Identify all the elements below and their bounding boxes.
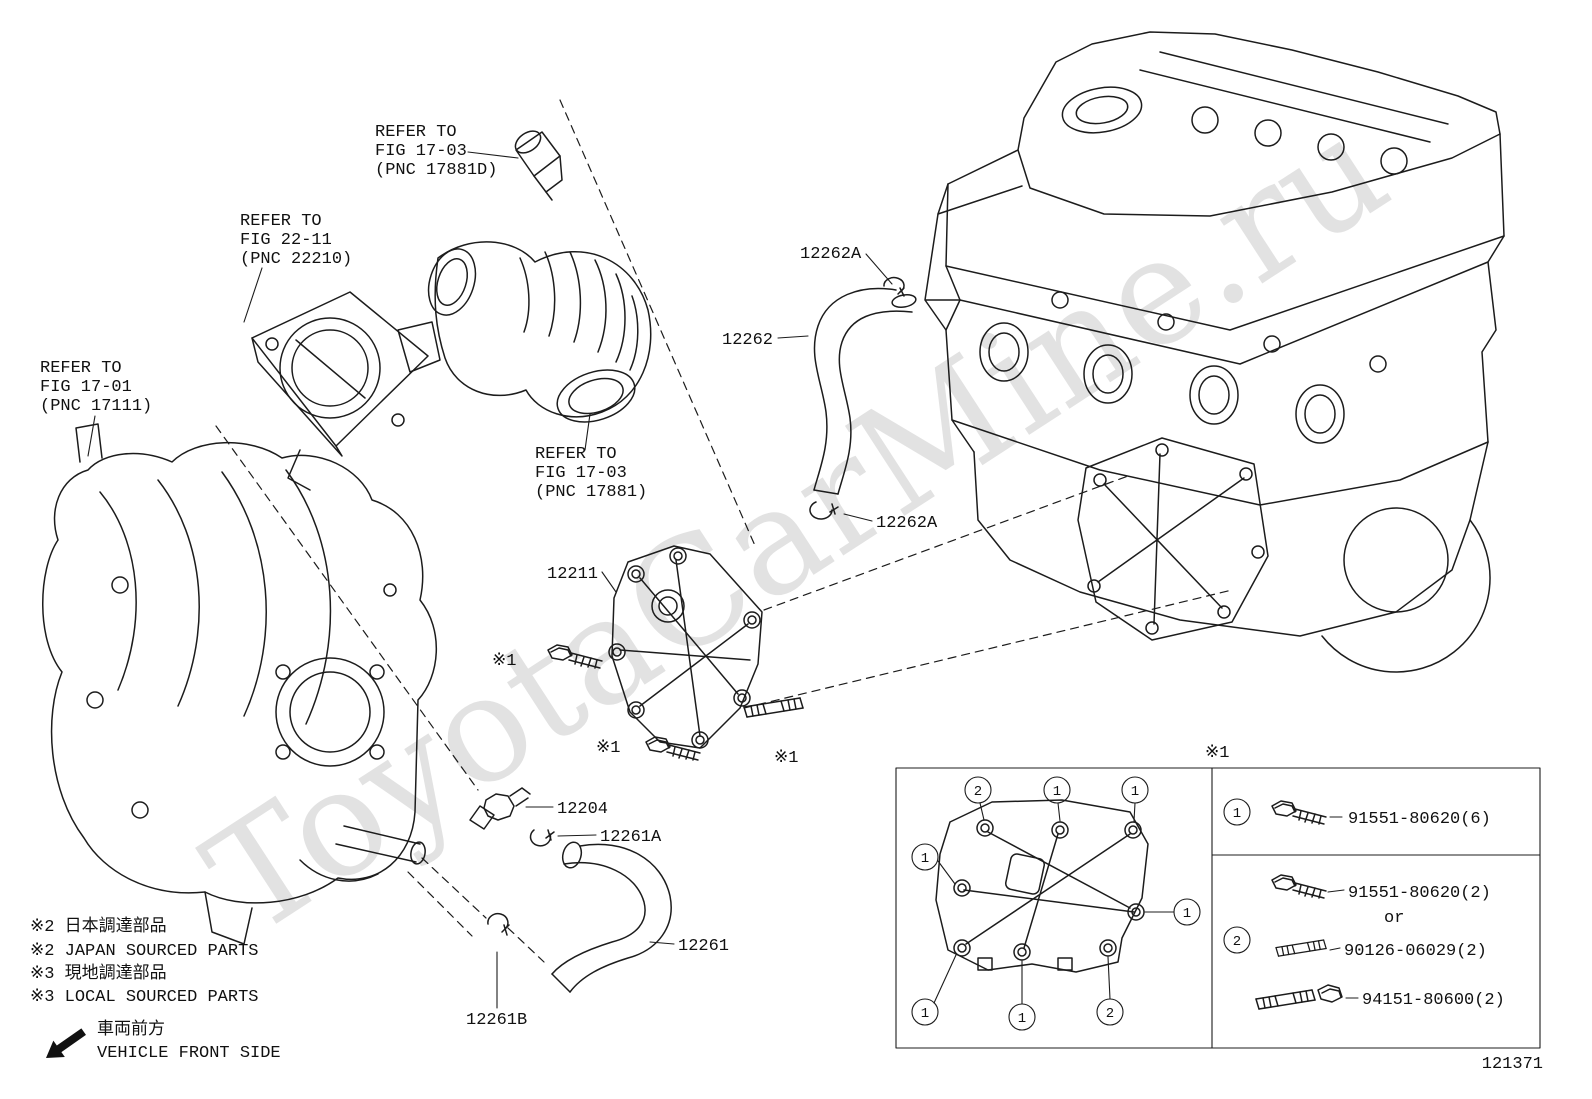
callout-number: 1 [1018,1011,1026,1027]
ref-fig1703-label: FIG 17-03 [535,464,627,483]
chain-cover-gasket-drawing [1077,437,1269,641]
stud-bolt-icon [1275,939,1327,957]
callout-number: 2 [1233,934,1241,950]
note-local-sourced-en: ※3 LOCAL SOURCED PARTS [30,988,258,1007]
inset-title-asterisk1: ※1 [1205,744,1229,763]
part-label-12211: 12211 [547,565,598,584]
callout-number: 1 [1131,784,1139,800]
inset-border [895,767,1541,1049]
ref-fig1701-label: FIG 17-01 [40,378,132,397]
part-label-12262: 12262 [722,331,773,350]
intake-manifold-drawing [42,423,438,945]
ref-fig2211-label: FIG 22-11 [240,231,332,250]
inset-row-2: 2 91551-80620(2) or 90126-06029(2) 94151… [1223,874,1505,1010]
stud-nut-icon [1255,984,1343,1010]
part-label-12262a-lower: 12262A [876,514,938,533]
ref-fig1703d-label: (PNC 17881D) [375,161,497,180]
vehicle-front-arrow [46,1028,86,1058]
clamp-12262a-lower-drawing [809,501,839,520]
pcv-valve-drawing [469,787,531,830]
callout-number: 1 [1053,784,1061,800]
ref-fig2211-label: (PNC 22210) [240,250,352,269]
labels: REFER TO FIG 17-03 (PNC 17881D) REFER TO… [30,123,1543,1074]
vehicle-front-label-en: VEHICLE FRONT SIDE [97,1044,281,1063]
callout-number: 1 [1233,806,1241,822]
flange-bolt-icon [1271,800,1327,825]
inset-gasket-drawing [935,799,1149,973]
part-label-12261a: 12261A [600,828,662,847]
part-label-90126-06029-2: 90126-06029(2) [1344,942,1487,961]
throttle-body-drawing [251,291,441,491]
note-japan-sourced-jp: ※2 日本調達部品 [30,916,167,937]
ref-fig1703-label: REFER TO [535,445,617,464]
part-label-12204: 12204 [557,800,608,819]
ref-fig1701-label: REFER TO [40,359,122,378]
inset-row-1: 1 91551-80620(6) [1223,798,1491,829]
watermark-text: ToyotaCarMine.ru [178,81,1416,968]
note-japan-sourced-en: ※2 JAPAN SOURCED PARTS [30,942,258,961]
part-label-91551-80620-2: 91551-80620(2) [1348,884,1491,903]
or-label: or [1384,909,1404,928]
ventilation-case-drawing [608,545,763,749]
callout-number: 2 [1106,1006,1114,1022]
ref-fig2211-label: REFER TO [240,212,322,231]
asterisk1-mark: ※1 [596,739,620,758]
callout-number: 1 [921,1006,929,1022]
assembly-reference-lines [215,99,1233,963]
ref-fig1703d-label: FIG 17-03 [375,142,467,161]
ref-fig1701-label: (PNC 17111) [40,397,152,416]
engine-assembly-drawing [924,31,1505,673]
asterisk1-mark: ※1 [492,652,516,671]
fastener-inset: ※1 [895,744,1541,1049]
figure-number: 121371 [1482,1055,1543,1074]
part-label-12261b: 12261B [466,1011,527,1030]
note-local-sourced-jp: ※3 現地調達部品 [30,963,167,984]
inset-dividers [1211,767,1541,1049]
ref-fig1703-label: (PNC 17881) [535,483,647,502]
clamp-12261b-drawing [487,912,510,936]
callout-number: 2 [974,784,982,800]
part-label-12262a-upper: 12262A [800,245,862,264]
flange-bolt-icon [1271,874,1327,899]
hose-12261-drawing [551,841,672,993]
hose-12262-drawing [813,287,917,495]
callout-number: 1 [1183,906,1191,922]
air-inlet-fitting-drawing [514,130,563,201]
air-intake-hose-drawing [427,241,652,423]
part-label-94151-80600-2: 94151-80600(2) [1362,991,1505,1010]
ref-fig1703d-label: REFER TO [375,123,457,142]
clamp-12261a-drawing [529,829,555,847]
label-pointer-lines [87,151,893,1009]
clamp-12262a-upper-drawing [883,276,905,297]
part-label-91551-80620-6: 91551-80620(6) [1348,810,1491,829]
inset-callout-leaders [933,802,1359,1005]
part-label-12261: 12261 [678,937,729,956]
inset-callout-markers: 2 1 1 1 1 1 1 2 [911,776,1201,1031]
asterisk1-mark: ※1 [774,749,798,768]
vehicle-front-label-jp: 車両前方 [97,1019,165,1040]
callout-number: 1 [921,851,929,867]
